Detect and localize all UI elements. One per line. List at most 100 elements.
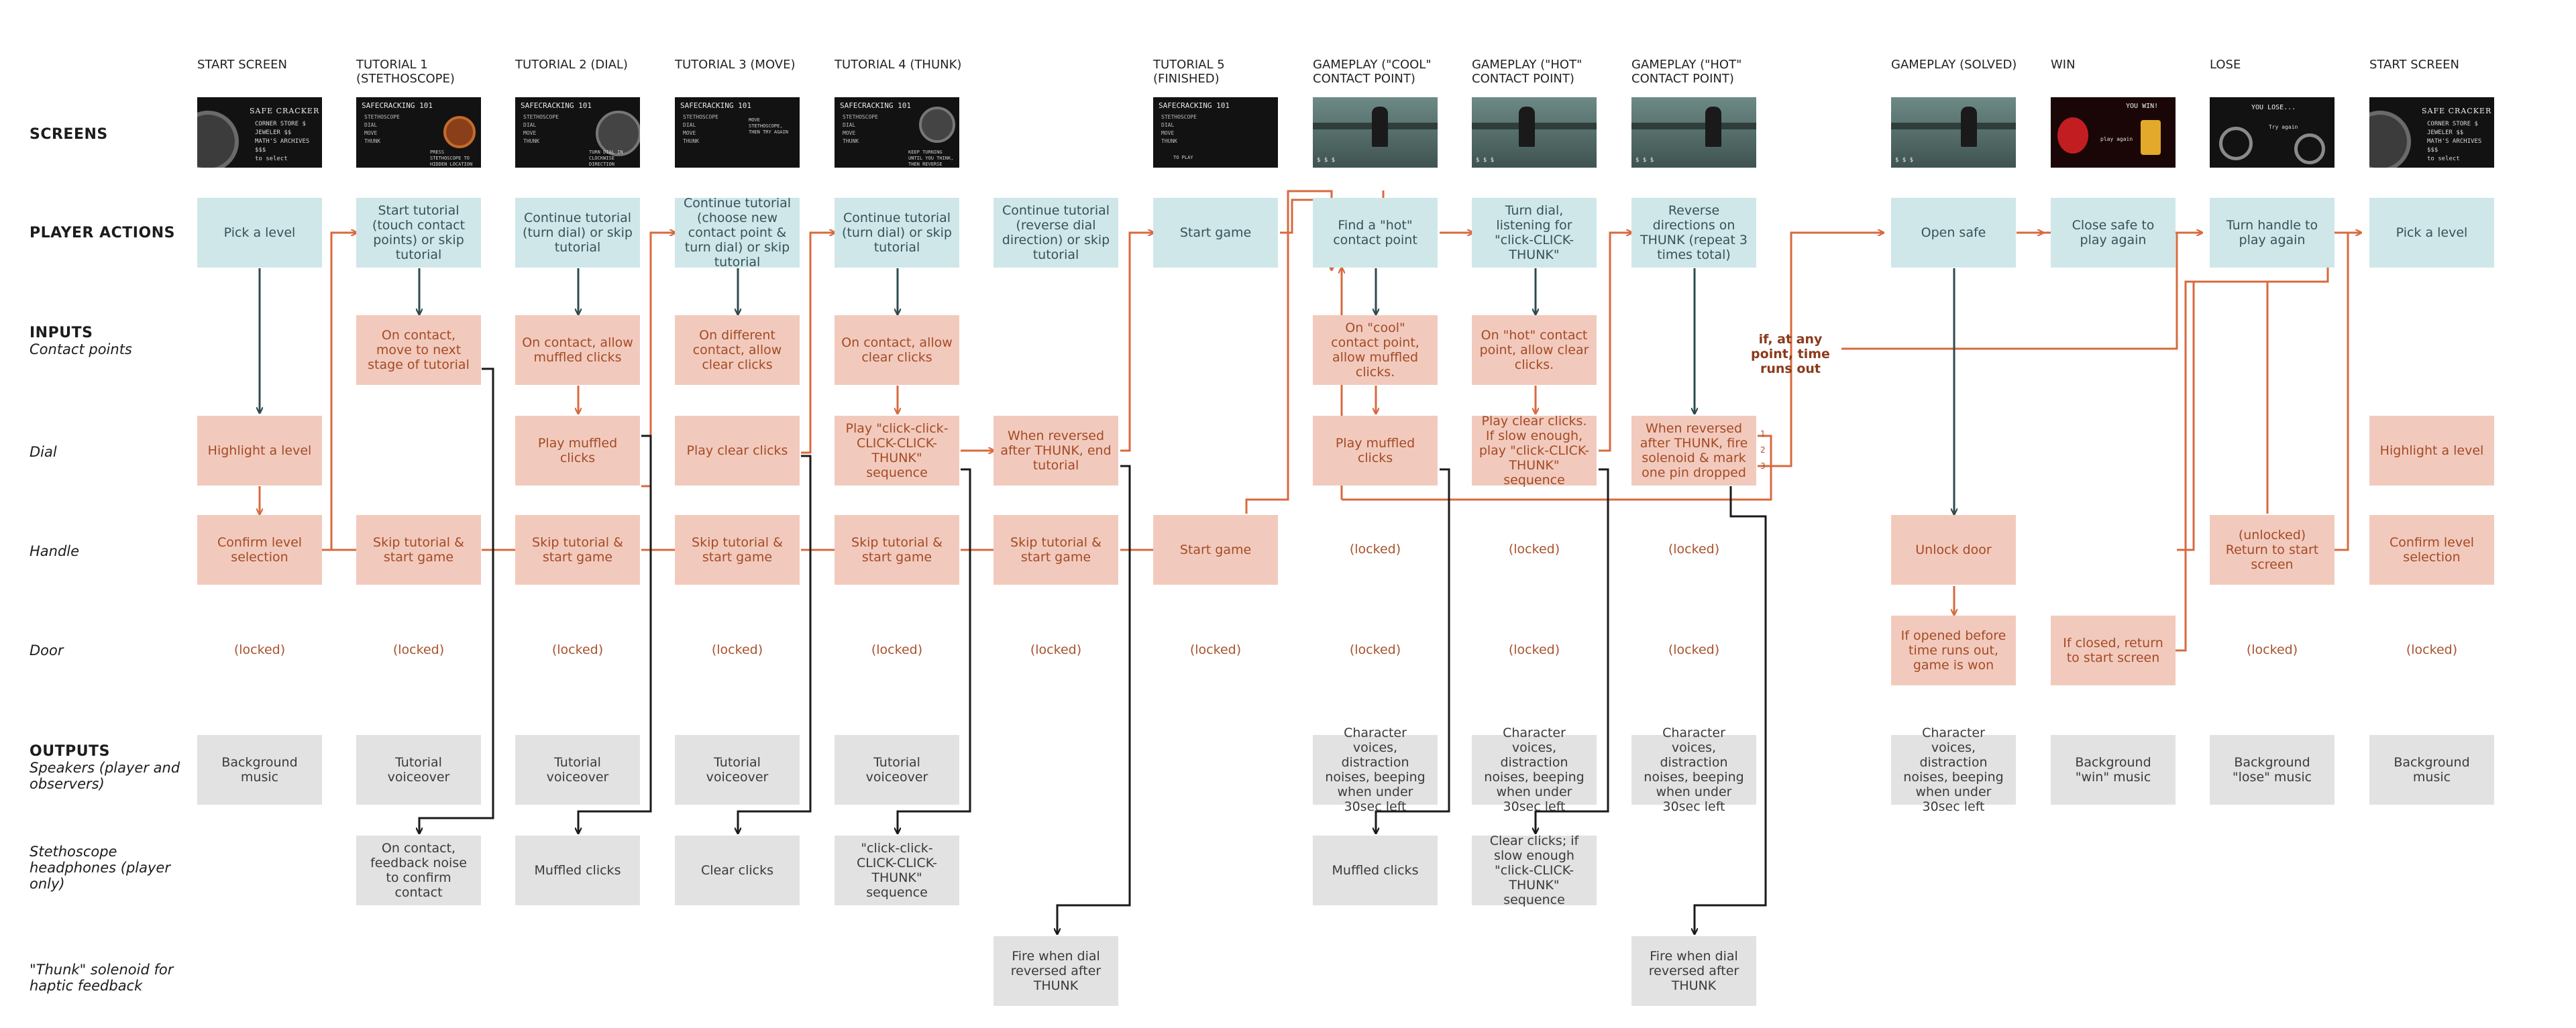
level-item: to select [255,156,288,162]
character-graphic [1961,107,1977,147]
row-title: OUTPUTS [30,743,110,760]
character-graphic [1705,107,1721,147]
speaker-win: Background "win" music [2051,735,2176,805]
speaker-start-2: Background music [2369,735,2494,805]
dial-graphic [596,111,640,156]
action-close-safe: Close safe to play again [2051,198,2176,268]
action-continue-tutorial-thunk: Continue tutorial (turn dial) or skip tu… [835,198,959,268]
handle-confirm-level-2: Confirm level selection [2369,515,2494,585]
handle-return-start: (unlocked) Return to start screen [2210,515,2334,585]
hud-money: $ $ $ [1317,157,1336,164]
action-reverse-directions: Reverse directions on THUNK (repeat 3 ti… [1631,198,1756,268]
action-continue-tutorial-dial: Continue tutorial (turn dial) or skip tu… [515,198,640,268]
action-start-game: Start game [1153,198,1278,268]
tutorial-item: MOVE [683,130,696,136]
tutorial-item: MOVE [364,130,378,136]
column-header-start-screen-2: START SCREEN [2369,58,2459,72]
hud-money: $ $ $ [1635,157,1654,164]
tutorial-item: DIAL [843,122,856,128]
column-header-gameplay-solved: GAMEPLAY (SOLVED) [1891,58,2017,72]
screen-thumbnail-win: YOU WIN! play again [2051,97,2176,168]
action-pick-level-2: Pick a level [2369,198,2494,268]
gameplay-scene: $ $ $ [1472,97,1597,168]
headphones-gameplay-hot: Clear clicks; if slow enough "click-CLIC… [1472,834,1597,907]
door-locked-tutorial-2: (locked) [551,642,604,657]
repeat-mark-2: 2 [1760,445,1766,455]
contact-gameplay-cool: On "cool" contact point, allow muffled c… [1313,315,1438,385]
handcuff-icon [2219,127,2253,160]
tutorial-item: STETHOSCOPE [523,114,559,120]
tutorial-item: STETHOSCOPE [683,114,718,120]
door-locked-lose: (locked) [2246,642,2298,657]
handle-locked-hot: (locked) [1508,542,1560,557]
gameplay-scene: $ $ $ [1313,97,1438,168]
level-item: CORNER STORE $ [255,121,306,127]
tutorial-item: THUNK [523,138,540,144]
row-label-screens: SCREENS [30,126,184,143]
solenoid-tutorial: Fire when dial reversed after THUNK [994,936,1118,1006]
door-locked-tutorial-1: (locked) [392,642,445,657]
row-subtitle: Stethoscope headphones (player only) [30,844,170,892]
repeat-mark-1: 1 [1760,429,1766,439]
thumbnail-title: SAFECRACKING 101 [362,101,433,110]
tutorial-item: MOVE [523,130,537,136]
dial-tutorial-4: Play "click-click-CLICK-CLICK-THUNK" seq… [835,416,959,486]
door-locked-hot: (locked) [1508,642,1560,657]
screen-thumbnail-gameplay-solved: $ $ $ [1891,97,2016,168]
tutorial-item: THUNK [683,138,700,144]
tutorial-item: STETHOSCOPE [364,114,400,120]
dial-start-screen: Highlight a level [197,416,322,486]
door-opened-won: If opened before time runs out, game is … [1891,616,2016,685]
door-locked-cool: (locked) [1349,642,1401,657]
tutorial-list: STETHOSCOPE DIAL MOVE THUNK [843,113,878,146]
speaker-gameplay-hot: Character voices, distraction noises, be… [1472,726,1597,814]
headphones-tutorial-4: "click-click-CLICK-CLICK-THUNK" sequence [835,836,959,905]
thumbnail-level-list: CORNER STORE $ JEWELER $$ MATH'S ARCHIVE… [2427,120,2494,164]
speaker-gameplay-cool: Character voices, distraction noises, be… [1313,726,1438,814]
thumbnail-title: SAFECRACKING 101 [680,101,751,110]
lose-title: YOU LOSE... [2251,104,2296,111]
screen-thumbnail-tutorial-2: SAFECRACKING 101 STETHOSCOPE DIAL MOVE T… [515,97,640,168]
column-header-gameplay-hot: GAMEPLAY ("HOT" CONTACT POINT) [1472,58,1582,86]
dial-gameplay-hot: Play clear clicks. If slow enough, play … [1472,414,1597,488]
screen-thumbnail-start: SAFE CRACKER CORNER STORE $ JEWELER $$ M… [197,97,322,168]
row-label-player-actions: PLAYER ACTIONS [30,225,184,241]
character-graphic [1519,107,1535,147]
headphones-tutorial-3: Clear clicks [675,836,800,905]
level-item: to select [2427,156,2460,162]
column-header-tutorial-3: TUTORIAL 3 (MOVE) [675,58,796,72]
door-locked-tutorial-4: (locked) [871,642,923,657]
handle-confirm-level: Confirm level selection [197,515,322,585]
repeat-mark-3: 3 [1760,461,1766,471]
handle-skip-tutorial-4: Skip tutorial & start game [835,515,959,585]
contact-tutorial-2: On contact, allow muffled clicks [515,315,640,385]
dial-graphic [919,107,955,143]
tutorial-item: STETHOSCOPE [1161,114,1197,120]
action-pick-level: Pick a level [197,198,322,268]
screen-thumbnail-tutorial-3: SAFECRACKING 101 STETHOSCOPE DIAL MOVE T… [675,97,800,168]
tutorial-item: DIAL [523,122,537,128]
level-item: JEWELER $$ [255,129,292,136]
tutorial-item: DIAL [683,122,696,128]
action-turn-handle: Turn handle to play again [2210,198,2334,268]
handle-skip-tutorial-3: Skip tutorial & start game [675,515,800,585]
dial-tutorial-2: Play muffled clicks [515,416,640,486]
row-subtitle: Speakers (player and observers) [30,760,180,792]
stethoscope-graphic [443,116,476,148]
tutorial-item: DIAL [1161,122,1175,128]
tutorial-item: THUNK [843,138,859,144]
thumbnail-level-list: CORNER STORE $ JEWELER $$ MATH'S ARCHIVE… [255,120,322,164]
gameplay-scene: $ $ $ [1631,97,1756,168]
dial-graphic [197,111,239,168]
door-locked-hot-2: (locked) [1668,642,1720,657]
action-turn-dial: Turn dial, listening for "click-CLICK-TH… [1472,198,1597,268]
tutorial-item: THUNK [364,138,381,144]
row-label-door: Door [30,642,184,659]
tutorial-list: STETHOSCOPE DIAL MOVE THUNK [523,113,559,146]
gold-bars-graphic [2141,120,2161,155]
dial-gameplay-reverse: When reversed after THUNK, fire solenoid… [1631,416,1756,486]
solenoid-gameplay: Fire when dial reversed after THUNK [1631,936,1756,1006]
row-subtitle: Contact points [30,341,132,357]
screen-thumbnail-tutorial-1: SAFECRACKING 101 STETHOSCOPE DIAL MOVE T… [356,97,481,168]
